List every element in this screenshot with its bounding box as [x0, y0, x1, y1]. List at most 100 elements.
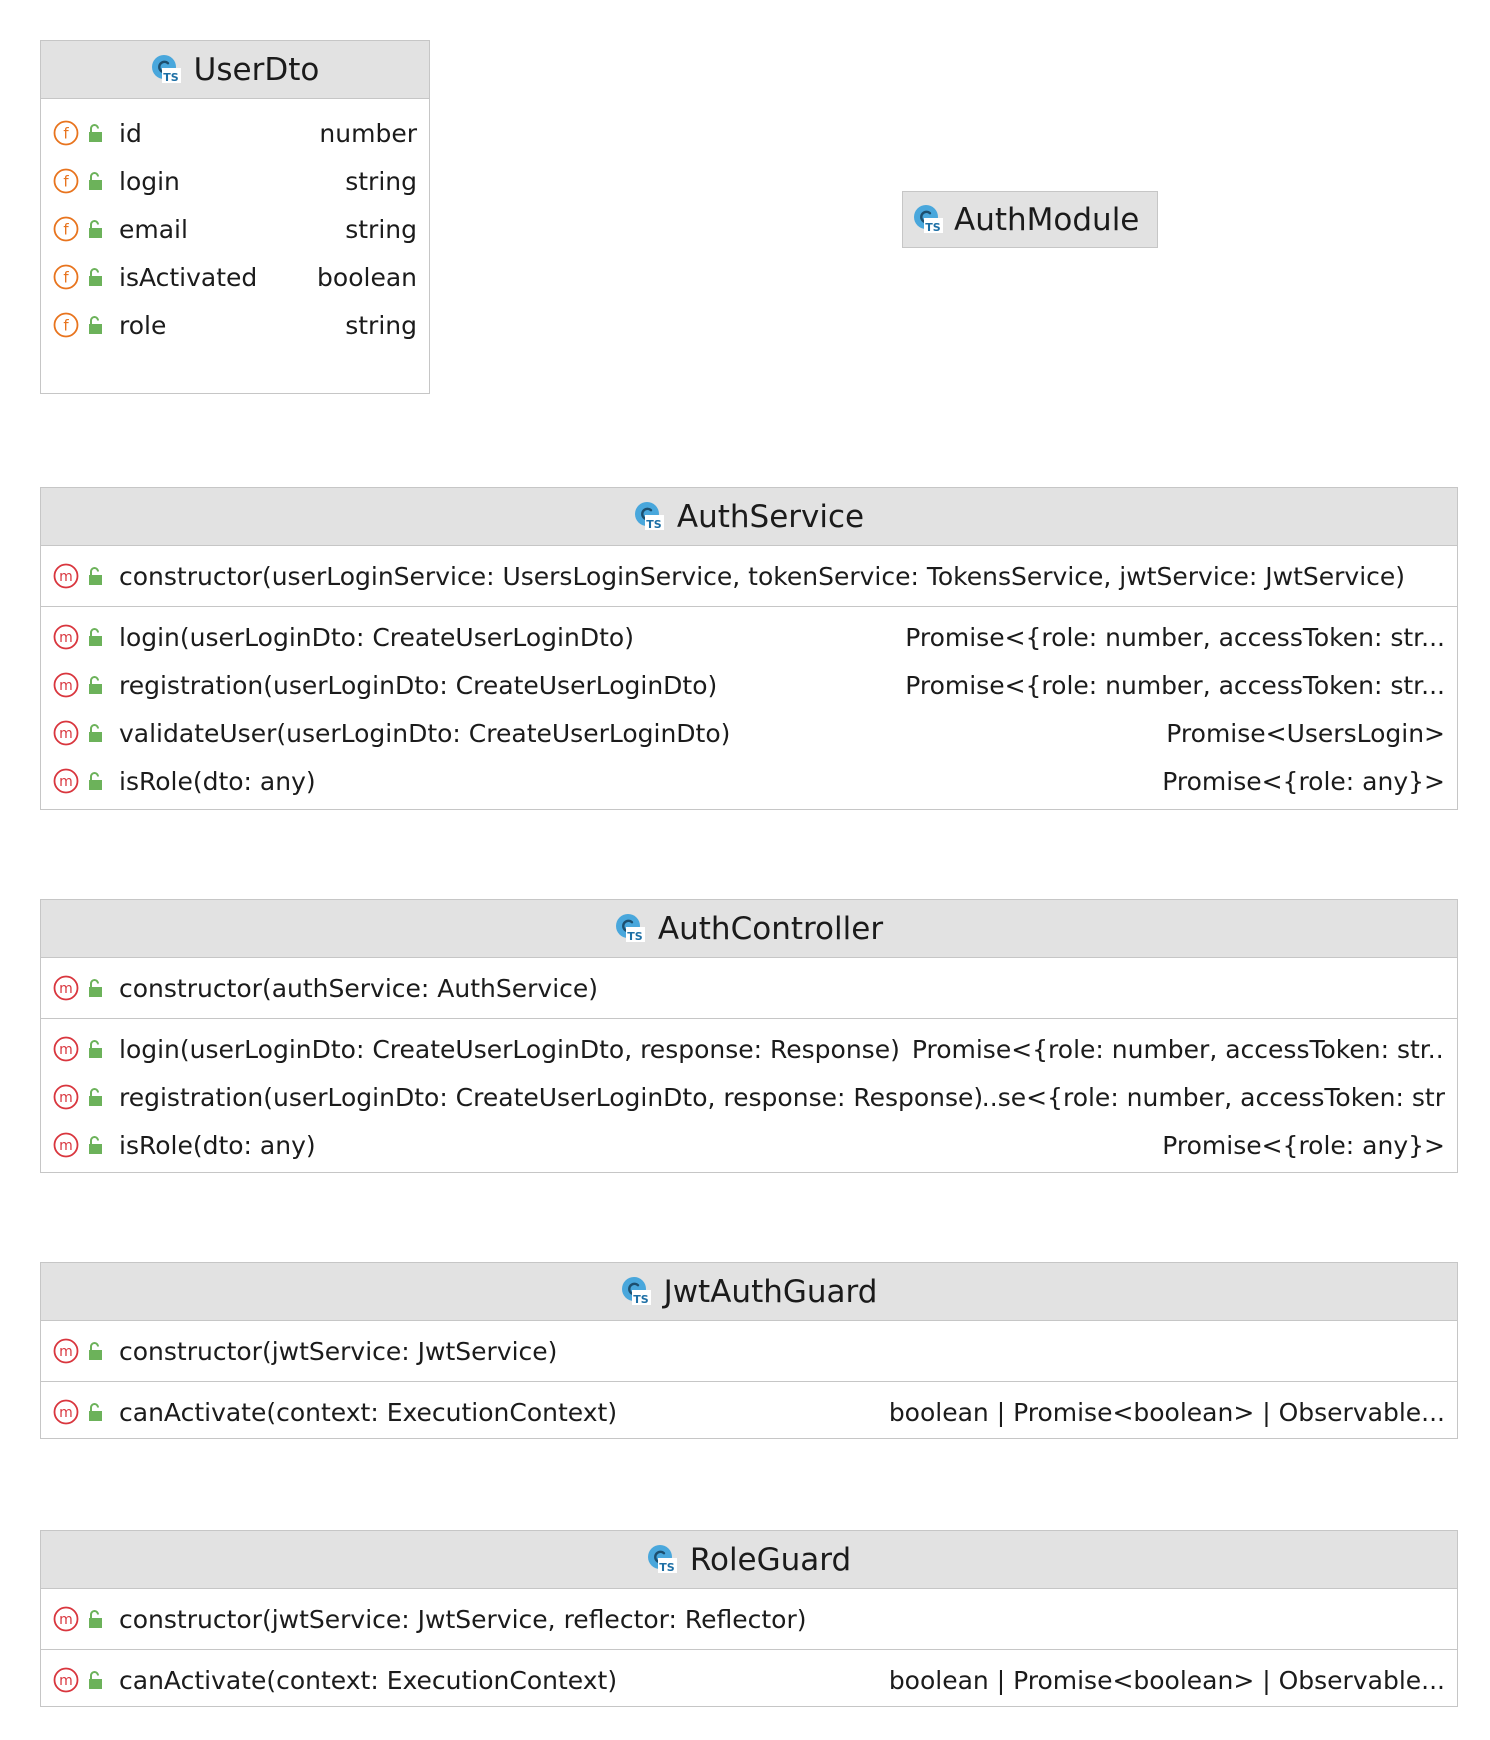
method-icon: m [53, 1606, 79, 1632]
method-icon: m [53, 672, 79, 698]
class-header: TS AuthService [41, 488, 1457, 546]
method-icon: m [53, 768, 79, 794]
class-title: JwtAuthGuard [663, 1273, 878, 1310]
class-header: TS UserDto [41, 41, 429, 99]
typescript-class-icon: TS [151, 54, 182, 85]
constructor-section: m constructor(jwtService: JwtService) [41, 1321, 1457, 1381]
method-icon: m [53, 563, 79, 589]
method-signature: constructor(jwtService: JwtService) [119, 1336, 558, 1366]
method-row[interactable]: m canActivate(context: ExecutionContext)… [41, 1388, 1457, 1436]
svg-text:m: m [59, 726, 73, 742]
method-return-type: boolean | Promise<boolean> | Observable.… [888, 1665, 1445, 1695]
method-icon: m [53, 1399, 79, 1425]
public-lock-icon [87, 1039, 105, 1059]
constructor-row[interactable]: m constructor(authService: AuthService) [41, 964, 1457, 1012]
constructor-row[interactable]: m constructor(jwtService: JwtService) [41, 1327, 1457, 1375]
class-title: AuthController [657, 910, 884, 947]
svg-text:f: f [63, 125, 69, 143]
method-signature: constructor(userLoginService: UsersLogin… [119, 561, 1406, 591]
method-row[interactable]: m isRole(dto: any) Promise<{role: any}> [41, 1121, 1457, 1169]
svg-text:TS: TS [627, 930, 643, 943]
class-box-jwtauthguard[interactable]: TS JwtAuthGuard m constructor(jwtService… [40, 1262, 1458, 1439]
method-return-type: Promise<{role: number, accessToken: str.… [905, 670, 1445, 700]
method-row[interactable]: m registration(userLoginDto: CreateUserL… [41, 661, 1457, 709]
method-row[interactable]: m canActivate(context: ExecutionContext)… [41, 1656, 1457, 1704]
method-signature: validateUser(userLoginDto: CreateUserLog… [119, 718, 731, 748]
public-lock-icon [87, 1341, 105, 1361]
public-lock-icon [87, 771, 105, 791]
svg-text:m: m [59, 630, 73, 646]
public-lock-icon [87, 315, 105, 335]
public-lock-icon [87, 1670, 105, 1690]
method-signature: isRole(dto: any) [119, 1130, 316, 1160]
public-lock-icon [87, 1609, 105, 1629]
typescript-class-icon: TS [634, 501, 665, 532]
typescript-class-icon: TS [647, 1544, 678, 1575]
field-type: string [345, 166, 417, 196]
class-box-authcontroller[interactable]: TS AuthController m constructor(authServ… [40, 899, 1458, 1173]
typescript-class-icon: TS [615, 913, 646, 944]
svg-text:f: f [63, 221, 69, 239]
method-return-type: Promise<{role: number, accessToken: str.… [905, 622, 1445, 652]
svg-text:TS: TS [646, 518, 662, 531]
method-list: m login(userLoginDto: CreateUserLoginDto… [41, 606, 1457, 811]
method-signature: registration(userLoginDto: CreateUserLog… [119, 1082, 984, 1112]
method-icon: m [53, 1132, 79, 1158]
method-row[interactable]: m registration(userLoginDto: CreateUserL… [41, 1073, 1457, 1121]
method-list: m canActivate(context: ExecutionContext)… [41, 1381, 1457, 1442]
public-lock-icon [87, 723, 105, 743]
method-row[interactable]: m isRole(dto: any)Promise<{role: any}> [41, 757, 1457, 805]
field-name: id [119, 118, 142, 148]
svg-text:m: m [59, 1042, 73, 1058]
class-box-authmodule[interactable]: TS AuthModule [902, 191, 1158, 248]
svg-text:m: m [59, 1090, 73, 1106]
svg-text:m: m [59, 1138, 73, 1154]
typescript-class-icon: TS [913, 204, 944, 235]
class-title: AuthService [676, 498, 865, 535]
svg-text:f: f [63, 317, 69, 335]
field-name: email [119, 214, 188, 244]
constructor-row[interactable]: m constructor(jwtService: JwtService, re… [41, 1595, 1457, 1643]
field-row-id[interactable]: f id number [41, 109, 429, 157]
svg-text:TS: TS [633, 1293, 649, 1306]
svg-text:TS: TS [163, 71, 179, 84]
public-lock-icon [87, 1135, 105, 1155]
method-row[interactable]: m login(userLoginDto: CreateUserLoginDto… [41, 613, 1457, 661]
method-return-type: Promise<{role: number, accessToken: str.… [911, 1034, 1445, 1064]
method-signature: login(userLoginDto: CreateUserLoginDto) [119, 622, 634, 652]
constructor-section: m constructor(userLoginService: UsersLog… [41, 546, 1457, 606]
field-type: number [319, 118, 417, 148]
class-title: RoleGuard [689, 1541, 852, 1578]
class-box-authservice[interactable]: TS AuthService m constructor(userLoginSe… [40, 487, 1458, 810]
method-signature: registration(userLoginDto: CreateUserLog… [119, 670, 718, 700]
public-lock-icon [87, 171, 105, 191]
method-row[interactable]: m validateUser(userLoginDto: CreateUserL… [41, 709, 1457, 757]
constructor-row[interactable]: m constructor(userLoginService: UsersLog… [41, 552, 1457, 600]
method-signature: canActivate(context: ExecutionContext) [119, 1665, 618, 1695]
field-type: string [345, 310, 417, 340]
field-icon: f [53, 216, 79, 242]
svg-text:f: f [63, 269, 69, 287]
field-icon: f [53, 264, 79, 290]
class-title: AuthModule [954, 201, 1140, 238]
public-lock-icon [87, 1402, 105, 1422]
class-title: UserDto [193, 51, 320, 88]
field-icon: f [53, 168, 79, 194]
method-icon: m [53, 975, 79, 1001]
method-return-type: Promise<{role: any}> [1162, 1130, 1445, 1160]
public-lock-icon [87, 219, 105, 239]
svg-text:f: f [63, 173, 69, 191]
svg-text:m: m [59, 1673, 73, 1689]
method-icon: m [53, 720, 79, 746]
class-header: TS AuthController [41, 900, 1457, 958]
method-signature: constructor(jwtService: JwtService, refl… [119, 1604, 807, 1634]
method-return-type: boolean | Promise<boolean> | Observable.… [888, 1397, 1445, 1427]
class-box-roleguard[interactable]: TS RoleGuard m constructor(jwtService: J… [40, 1530, 1458, 1707]
method-row[interactable]: m login(userLoginDto: CreateUserLoginDto… [41, 1025, 1457, 1073]
